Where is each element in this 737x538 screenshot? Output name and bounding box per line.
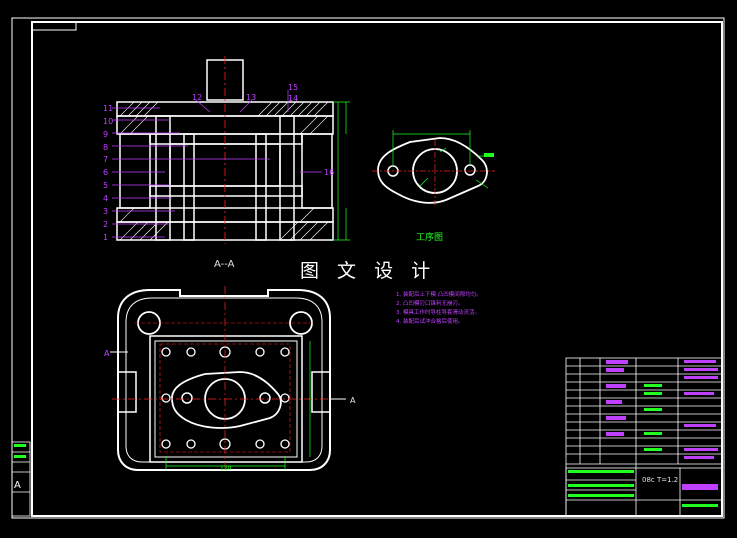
tech-note: 1. 装配后上下模 凸凹模间隙均匀。 (396, 292, 482, 298)
part-number: 15 (288, 83, 298, 92)
part-number: 7 (103, 155, 108, 164)
bom-fills (568, 360, 718, 507)
part-number: 8 (103, 143, 108, 152)
workpiece-view (372, 130, 495, 205)
sheet-border-outer (11, 17, 725, 519)
section-mark-left: A (104, 349, 110, 358)
tech-note: 4. 装配后试冲合格后使用。 (396, 319, 464, 325)
part-numbers-top: 12 13 15 14 16 (192, 83, 334, 177)
part-number: 4 (103, 194, 108, 203)
part-number: 10 (103, 117, 113, 126)
svg-text:A: A (14, 480, 21, 491)
part-number: 1 (103, 233, 108, 242)
part-number: 12 (192, 93, 202, 102)
corner-tab (31, 21, 77, 31)
section-view (112, 56, 350, 244)
title-block (565, 357, 723, 517)
section-mark-right: A (350, 396, 356, 405)
plan-view (110, 286, 346, 471)
left-revision-strip: A (11, 441, 31, 517)
part-number: 9 (103, 130, 108, 139)
section-label: A--A (214, 259, 235, 270)
thickness-label: 08c T=1.2 (642, 476, 678, 484)
part-number: 3 (103, 207, 108, 216)
part-number: 2 (103, 220, 108, 229)
part-number: 16 (324, 168, 334, 177)
sheet-border-inner (31, 21, 723, 517)
tech-note: 2. 凸凹模刃口锋利无崩刃。 (396, 301, 464, 307)
part-number: 14 (288, 94, 298, 103)
part-number: 6 (103, 168, 108, 177)
part-number: 13 (246, 93, 256, 102)
part-number: 11 (103, 104, 113, 113)
watermark: 图 文 设 计 (300, 260, 437, 282)
part-number: 5 (103, 181, 108, 190)
tech-note: 3. 模具工作时导柱导套滑动灵活。 (396, 310, 480, 316)
plan-dimension: 120 (220, 465, 232, 472)
part-numbers-left: 11 10 9 8 7 6 5 4 3 2 1 (103, 104, 113, 242)
part-label: 工序图 (416, 231, 443, 243)
